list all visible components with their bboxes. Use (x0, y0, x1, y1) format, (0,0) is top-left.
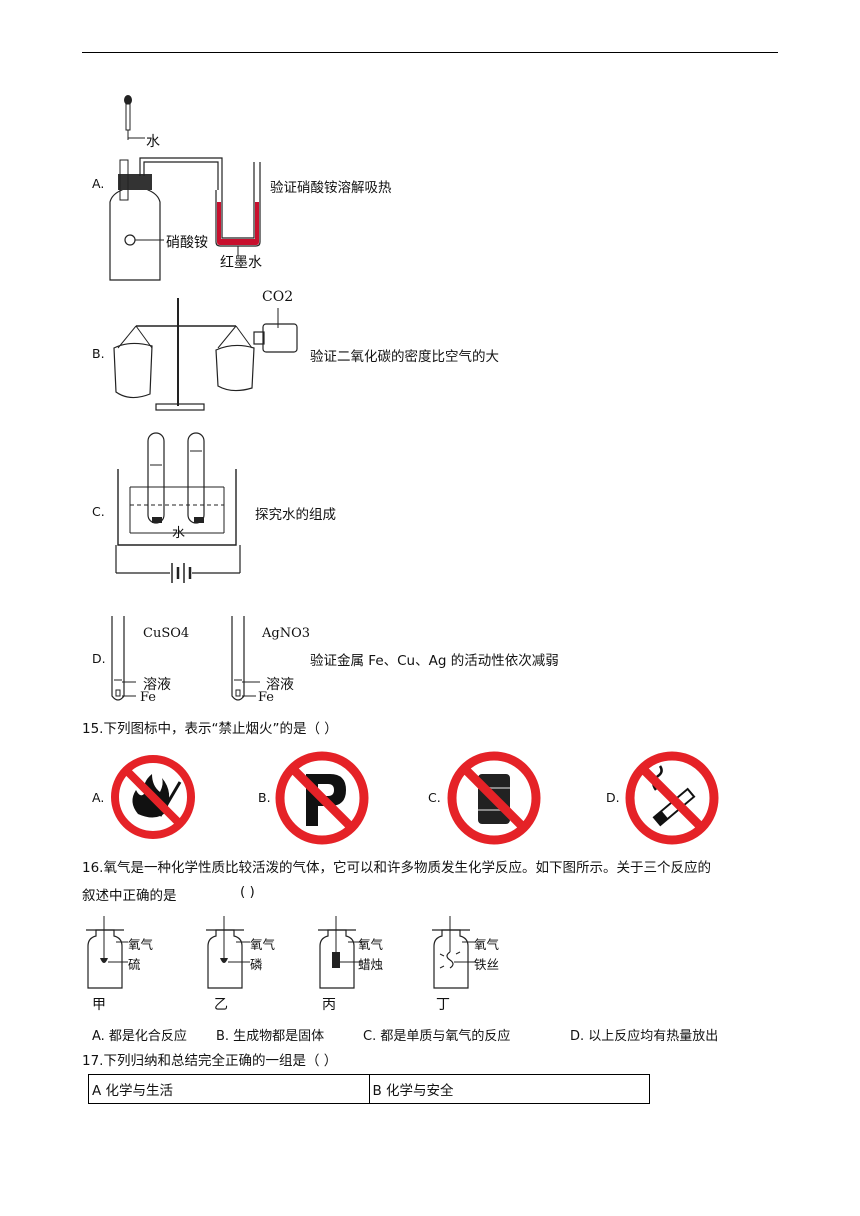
q15-option-c-letter: C. (428, 790, 441, 805)
q17-cell-a: A 化学与生活 (88, 1074, 370, 1104)
q14-d-agno3-label: AgNO3 (262, 626, 311, 641)
q14-a-ink-label: 红墨水 (220, 255, 262, 271)
q15-sign-c-no-oil-barrel-icon (447, 751, 541, 845)
q14-a-nh4no3-apparatus (109, 95, 261, 281)
q15-sign-b-no-parking-icon (275, 751, 369, 845)
q16-jia-gas-label: 氧气 (128, 937, 154, 952)
q16-jia-name: 甲 (92, 997, 106, 1013)
q14-d-solution-label-1: 溶液 (143, 677, 171, 693)
q16-yi-substance-label: 磷 (250, 957, 263, 972)
q15-sign-d-no-smoking-icon (625, 751, 719, 845)
header-rule (82, 52, 778, 53)
q16-choice-a: A. 都是化合反应 (92, 1029, 187, 1044)
q14-c-water-label: 水 (172, 526, 186, 541)
q16-yi-gas-label: 氧气 (250, 937, 276, 952)
q16-yi-name: 乙 (214, 997, 228, 1013)
q16-ding-substance-label: 铁丝 (474, 957, 500, 972)
q15-stem: 15.下列图标中，表示“禁止烟火”的是（ ） (82, 721, 338, 737)
q16-bottle-ding (432, 916, 476, 989)
q14-option-a-caption: 验证硝酸铵溶解吸热 (270, 180, 392, 196)
q14-d-fe-label-2: Fe (258, 690, 275, 705)
q16-bottle-jia (86, 916, 128, 989)
q14-d-cuso4-label: CuSO4 (143, 626, 190, 641)
q15-option-b-letter: B. (258, 790, 271, 805)
q14-b-balance-apparatus (113, 298, 298, 411)
q16-bottle-bing (318, 916, 362, 989)
q16-bing-name: 丙 (322, 997, 336, 1013)
q14-option-d-caption: 验证金属 Fe、Cu、Ag 的活动性依次减弱 (310, 653, 559, 669)
q14-d-solution-label-2: 溶液 (266, 677, 294, 693)
q14-option-a-letter: A. (92, 176, 105, 191)
q14-option-d-letter: D. (92, 651, 106, 666)
q14-d-test-tubes (111, 616, 260, 701)
q17-cell-b: B 化学与安全 (368, 1074, 650, 1104)
q15-option-a-letter: A. (92, 790, 105, 805)
q15-option-d-letter: D. (606, 790, 620, 805)
q16-answer-paren: ( ) (240, 884, 255, 900)
q16-stem-line1: 16.氧气是一种化学性质比较活泼的气体，它可以和许多物质发生化学反应。如下图所示… (82, 860, 711, 876)
q17-stem: 17.下列归纳和总结完全正确的一组是（ ） (82, 1053, 338, 1069)
q17-table: A 化学与生活 B 化学与安全 (88, 1074, 650, 1104)
q14-option-c-letter: C. (92, 504, 105, 519)
q14-b-co2-label: CO2 (262, 289, 294, 305)
q14-option-b-caption: 验证二氧化碳的密度比空气的大 (310, 349, 499, 365)
q16-choice-b: B. 生成物都是固体 (216, 1029, 325, 1044)
q16-ding-name: 丁 (436, 997, 450, 1013)
q14-a-nh4no3-label: 硝酸铵 (166, 235, 208, 251)
q14-a-water-label: 水 (146, 134, 160, 150)
q14-c-electrolysis-apparatus (115, 432, 241, 583)
q15-sign-a-no-fire-icon (111, 755, 195, 839)
q16-choice-d: D. 以上反应均有热量放出 (570, 1029, 719, 1044)
table-row: A 化学与生活 B 化学与安全 (88, 1074, 650, 1104)
q16-bing-gas-label: 氧气 (358, 937, 384, 952)
q16-ding-gas-label: 氧气 (474, 937, 500, 952)
q16-choice-c: C. 都是单质与氧气的反应 (363, 1029, 511, 1044)
q16-stem-line2: 叙述中正确的是 (82, 888, 177, 904)
q16-bing-substance-label: 蜡烛 (358, 957, 384, 972)
q14-option-b-letter: B. (92, 346, 105, 361)
q14-option-c-caption: 探究水的组成 (255, 507, 336, 523)
q16-bottle-yi (206, 916, 250, 989)
q16-jia-substance-label: 硫 (128, 957, 141, 972)
q14-d-fe-label-1: Fe (140, 690, 157, 705)
